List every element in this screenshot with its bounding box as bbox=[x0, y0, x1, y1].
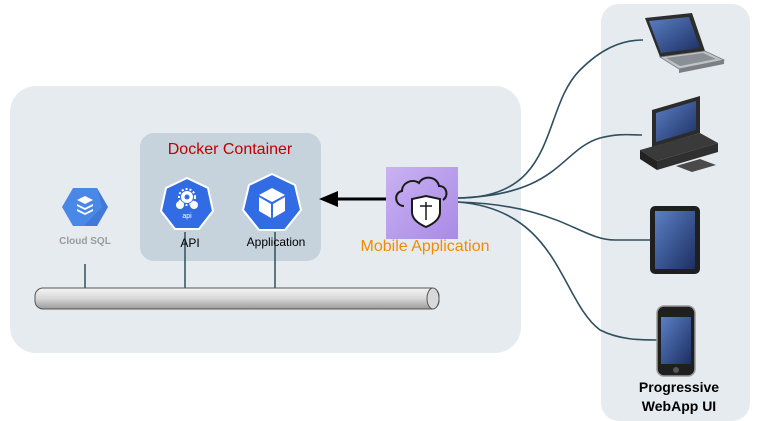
laptop-icon bbox=[645, 13, 726, 73]
desktop-icon bbox=[640, 96, 718, 172]
bus-connectors bbox=[84, 232, 276, 290]
docker-container-title: Docker Container bbox=[167, 141, 293, 158]
pwa-label-line2: WebApp UI bbox=[641, 398, 717, 414]
smartphone-icon bbox=[656, 305, 696, 377]
application-icon bbox=[241, 172, 303, 231]
api-icon: api bbox=[159, 176, 215, 230]
flow-arrow bbox=[319, 191, 386, 207]
progressive-webapp-label: Progressive WebApp UI bbox=[604, 378, 754, 416]
network-bus bbox=[34, 287, 440, 310]
pwa-label-line1: Progressive bbox=[638, 379, 720, 395]
cloud-sql-label: Cloud SQL bbox=[59, 236, 111, 247]
mobile-application-label: Mobile Application bbox=[360, 238, 490, 255]
device-connectors bbox=[457, 39, 658, 341]
mobile-app-shield-icon bbox=[386, 167, 458, 239]
api-label: API bbox=[180, 236, 200, 250]
application-label: Application bbox=[246, 235, 306, 249]
tablet-icon bbox=[650, 206, 700, 274]
cloud-sql-icon bbox=[62, 188, 108, 226]
api-icon-text: api bbox=[182, 213, 192, 220]
